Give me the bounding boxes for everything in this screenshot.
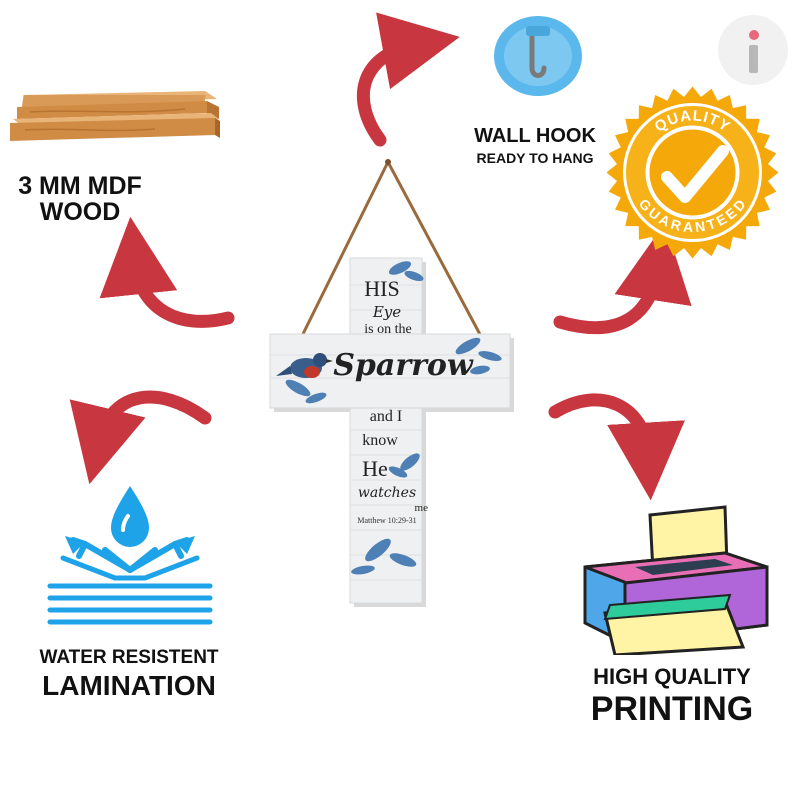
adhesive-hook-icon [488, 8, 588, 108]
info-icon [718, 15, 788, 85]
printing-label-line2: PRINTING [590, 690, 754, 729]
arrow-to-wood [99, 216, 235, 328]
arrow-to-hook [356, 12, 460, 147]
cross-text-me: me [414, 502, 428, 514]
water-label-line2: LAMINATION [42, 669, 216, 701]
water-label: WATER RESISTENT LAMINATION [18, 647, 240, 701]
quality-seal-icon: QUALITY GUARANTEED [605, 85, 780, 260]
arrow-to-printer [548, 393, 685, 501]
printing-label-line1: HIGH QUALITY [593, 664, 751, 689]
cross-text-sparrow: Sparrow [333, 348, 473, 383]
cross-text-know: know [362, 432, 398, 449]
mdf-label-line2: WOOD [39, 198, 121, 227]
arrow-to-water [69, 390, 212, 485]
water-resistant-icon [45, 478, 215, 628]
cross-text-and-i: and I [369, 408, 403, 425]
printing-label: HIGH QUALITY PRINTING [572, 665, 772, 728]
hook-subtitle: READY TO HANG [476, 150, 594, 166]
printer-icon [575, 505, 775, 655]
mdf-label-line1: 3 MM MDF [18, 172, 142, 200]
sparrow-bird-icon [276, 353, 333, 378]
cross-text-is-on-the: is on the [364, 322, 412, 337]
cross-text-he: He [362, 456, 388, 481]
mdf-label: 3 MM MDF WOOD [0, 173, 160, 226]
cross-text-eye: Eye [372, 303, 402, 321]
cross-text-his: HIS [364, 276, 400, 301]
cross-text-watches: watches [357, 485, 417, 501]
leaf-decoration [285, 261, 502, 575]
water-label-line1: WATER RESISTENT [39, 647, 219, 668]
hook-title: WALL HOOK [474, 125, 596, 147]
cross-sign: HIS Eye is on the Sparrow and I know He … [268, 150, 518, 610]
arrow-to-quality [553, 223, 692, 335]
wood-planks-icon [5, 85, 220, 145]
cross-reference: Matthew 10:29-31 [357, 516, 417, 525]
hook-label: WALL HOOK READY TO HANG [455, 126, 615, 166]
